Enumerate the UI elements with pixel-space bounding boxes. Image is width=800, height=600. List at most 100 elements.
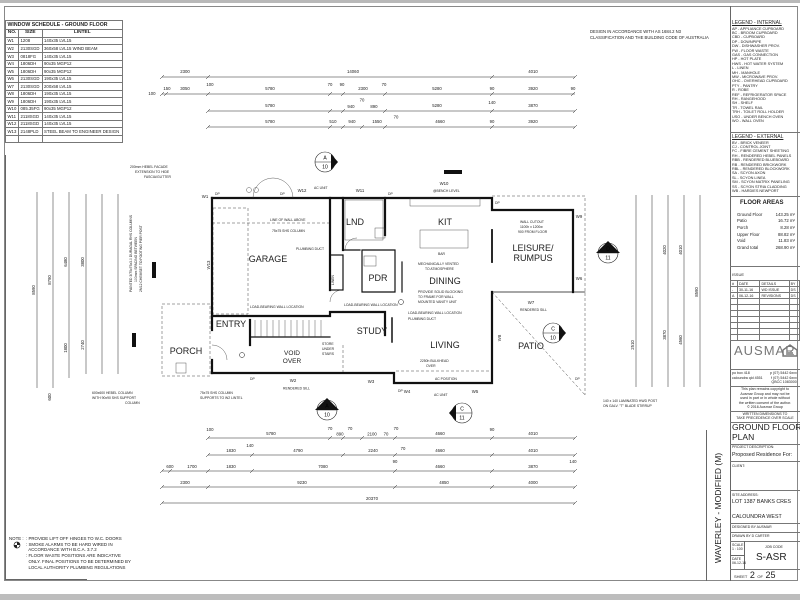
job-code: S-ASR [756, 552, 787, 563]
dim: 510 [329, 119, 337, 124]
divider [730, 421, 800, 423]
annotation: 900 FROM FLOOR [518, 230, 548, 234]
window-tag-w10: W10 [440, 181, 449, 186]
dim: 4010 [678, 245, 683, 255]
dim: 100 [206, 82, 214, 87]
gas-icon [246, 187, 252, 193]
dimension-tick [489, 108, 495, 114]
room-void-over: OVER [283, 358, 302, 365]
sheet-title-line: GROUND FLOOR [732, 422, 800, 432]
dim: 90 [393, 459, 398, 464]
annotation: PLUMBING DUCT [408, 317, 436, 321]
sheet-title: GROUND FLOOR PLAN [732, 422, 800, 442]
annotation: STORE [322, 342, 334, 346]
dim: 1700 [187, 464, 197, 469]
window-tag-w12: W12 [298, 188, 307, 193]
room-living: LIVING [430, 340, 460, 350]
dimension-tick [572, 484, 578, 490]
section-marker: C11 [449, 402, 473, 424]
empty-cell [4, 134, 20, 143]
annotation: OVER [426, 364, 436, 368]
section-arrow-icon [315, 398, 339, 410]
legend-item: USO - UNDER BENCH OVEN [732, 114, 784, 119]
annotation: COLUMN [125, 401, 140, 405]
window-tag-w8: W8 [497, 334, 502, 341]
section-sheet: 10 [550, 336, 556, 342]
dim: 2240 [368, 448, 378, 453]
legend-item: DP - DOWNPIPE [732, 39, 762, 44]
dimension-tick [570, 91, 576, 97]
dim: 140 [246, 443, 254, 448]
annotation: DP [250, 377, 255, 381]
dimension-tick [572, 468, 578, 474]
dimension-tick [327, 91, 333, 97]
divider [730, 369, 800, 370]
legend-item: SH - SHELF [732, 101, 753, 106]
dimension-tick [159, 500, 165, 506]
legend-item: RH - RENDERED HEBEL PANELS [732, 153, 792, 158]
dimension-tick [359, 124, 365, 130]
dimension-tick [572, 452, 578, 458]
divider [744, 541, 745, 569]
entry-door-swing [211, 344, 228, 361]
dim: 4660 [435, 448, 445, 453]
dim: 4010 [528, 69, 538, 74]
stairs [254, 320, 322, 337]
section-letter: C [551, 327, 555, 333]
dimension-tick [159, 91, 165, 97]
scale-label: SCALE [732, 543, 744, 547]
smoke-alarm-icon [13, 541, 21, 549]
dim: 4850 [439, 480, 449, 485]
annotation: 1100h x 1200w [520, 225, 543, 229]
legend-item: HWS - HOT WATER SYSTEM [732, 61, 784, 66]
legend-item: OHC - OVERHEAD CUPBOARD [732, 79, 788, 84]
note-line: WRITTEN DIMENSIONS TO [742, 411, 788, 416]
window-tag-w2: W2 [290, 378, 297, 383]
toilet [363, 255, 377, 267]
divider [730, 541, 800, 542]
area-value: 88.82 m² [778, 231, 795, 237]
contact-right: p (07) 5442 6xxx f (07) 5442 6xxx QBCC 1… [770, 371, 797, 385]
dim: 2300 [180, 69, 190, 74]
dim: 4790 [293, 448, 303, 453]
sheet-label: SHEET [734, 574, 748, 579]
annotation: LINEN [331, 274, 335, 285]
issue-row [730, 310, 800, 317]
window-tag-w6: W6 [576, 276, 583, 281]
dimension-tick [489, 435, 495, 441]
annotation: DP [388, 192, 393, 196]
empty-cell [41, 134, 124, 143]
dim: 3050 [180, 86, 190, 91]
legend-item: CBD - CUPBOARD [732, 35, 765, 40]
dim: 14060 [347, 69, 360, 74]
door-swing [252, 177, 294, 199]
dimension-tick [392, 484, 398, 490]
annotation: TO ATMOSPHERE [425, 267, 455, 271]
section-marker: C 10 [542, 322, 566, 344]
issue-row [730, 334, 800, 341]
dim: 70 [401, 446, 406, 451]
smoke-alarms [239, 299, 404, 358]
dimension-tick [489, 124, 495, 130]
annotation: STAIRS [322, 352, 335, 356]
legend-item: L - LINEN [732, 66, 749, 71]
divider [730, 569, 800, 570]
window-tags: W12 W11 W10 W1 W2 W3 W4 W5 W6 W7 W8 W9 W… [202, 181, 583, 394]
legend-item: RB - RENDERED BRICKWORK [732, 162, 787, 167]
dimension-tick [159, 468, 165, 474]
dimension-tick [205, 484, 211, 490]
annotation: DP [280, 192, 285, 196]
annotation: AC UNIT [434, 393, 448, 397]
project-description-label: PROJECT DESCRIPTION: [732, 445, 775, 449]
company-logo: AUSMAR [734, 343, 796, 358]
dimension-tick [572, 124, 578, 130]
section-letter: A [325, 404, 329, 410]
annotation: MECHANICALLY VENTED [418, 262, 459, 266]
area-name: Porch [737, 224, 749, 230]
dimension-tick [159, 74, 165, 80]
room-labels: GARAGE LND KIT LEISURE/ RUMPUS DINING PD… [170, 217, 554, 365]
room-porch: PORCH [170, 346, 203, 356]
